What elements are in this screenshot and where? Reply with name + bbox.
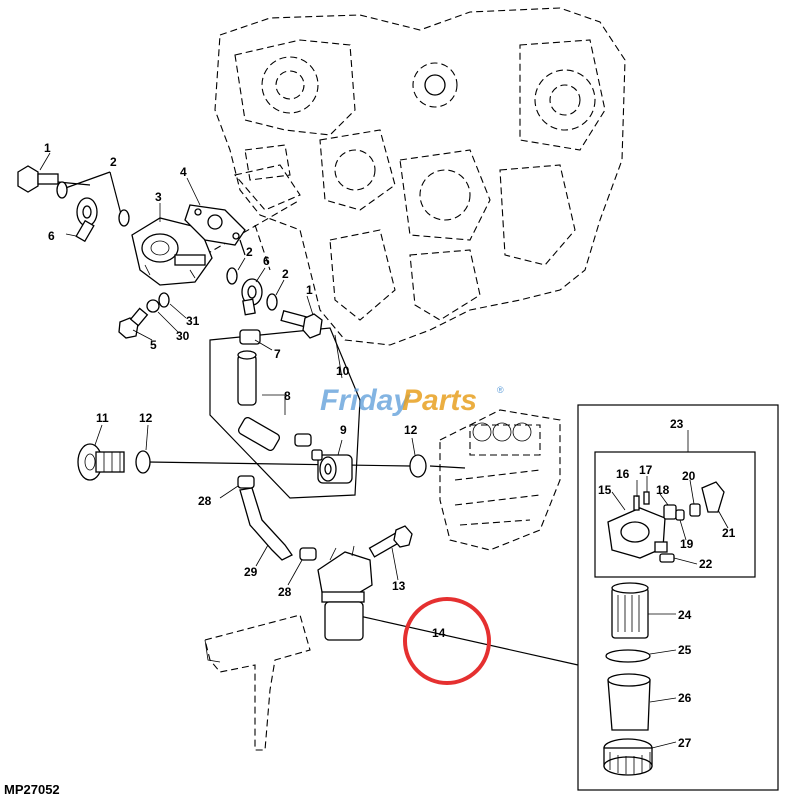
part-bolt-1 — [17, 165, 59, 193]
callout-label: 6 — [263, 254, 270, 268]
injection-pump — [439, 409, 561, 551]
callout-label: 11 — [96, 411, 109, 425]
part-clamp-28a — [237, 475, 255, 489]
mounting-bracket — [204, 614, 311, 751]
callout-label: 5 — [150, 338, 157, 352]
callout-label: 15 — [598, 483, 612, 497]
callout-leaders — [39, 152, 729, 749]
callout-label: 13 — [392, 579, 406, 593]
part-clamp-28b — [299, 547, 317, 561]
callout-label: 25 — [678, 643, 692, 657]
part-washer-30 — [146, 299, 160, 313]
part-element-24 — [611, 582, 649, 639]
part-hose-8 — [237, 350, 281, 451]
watermark: Friday Parts ® — [320, 384, 504, 417]
part-connector-11 — [77, 443, 125, 481]
callout-label: 9 — [340, 423, 347, 437]
callout-label: 2 — [246, 245, 253, 259]
callout-label: 14 — [432, 626, 446, 640]
highlight-circle — [403, 597, 491, 685]
part-nipple-22 — [659, 553, 675, 563]
callout-label: 29 — [244, 565, 258, 579]
callout-label: 3 — [155, 190, 162, 204]
callout-label: 22 — [699, 557, 713, 571]
watermark-text-2: Parts — [402, 384, 477, 417]
part-fitting-18 — [663, 504, 677, 520]
callout-label: 20 — [682, 469, 696, 483]
part-seal-19 — [675, 509, 685, 521]
part-washer-2d — [266, 293, 278, 311]
callout-label: 23 — [670, 417, 684, 431]
part-screw-5 — [118, 307, 149, 339]
detail-box-head — [594, 451, 756, 578]
callout-label: 30 — [176, 329, 190, 343]
part-filter-head-15 — [607, 507, 668, 559]
part-washer-31 — [158, 292, 170, 308]
detail-box-23 — [577, 404, 779, 791]
callout-label: 21 — [722, 526, 736, 540]
part-gasket-4 — [184, 204, 246, 246]
callout-label: 19 — [680, 537, 694, 551]
group-frame-10 — [209, 327, 361, 499]
part-washer-12a — [135, 450, 151, 474]
callout-label: 24 — [678, 608, 692, 622]
part-ring-27 — [603, 738, 653, 776]
part-clamp-7b — [294, 433, 312, 447]
callout-label: 12 — [139, 411, 153, 425]
part-screw-17 — [643, 491, 650, 505]
callout-label: 7 — [274, 347, 281, 361]
callout-label: 31 — [186, 314, 200, 328]
watermark-registered: ® — [497, 385, 504, 395]
callout-label: 8 — [284, 389, 291, 403]
callout-label: 1 — [306, 283, 313, 297]
part-washer-12b — [409, 454, 427, 478]
callout-label: 27 — [678, 736, 692, 750]
part-bolt-13 — [368, 525, 413, 558]
part-hose-29 — [239, 487, 293, 561]
callout-label: 1 — [44, 141, 51, 155]
callout-label: 17 — [639, 463, 653, 477]
part-elbow-21 — [701, 481, 725, 513]
part-fitting-9 — [311, 449, 353, 484]
part-washer-2b — [118, 209, 130, 227]
callout-label: 28 — [198, 494, 212, 508]
watermark-text-1: Friday — [320, 384, 411, 417]
part-fuel-pump-3 — [131, 217, 213, 286]
callout-label: 12 — [404, 423, 418, 437]
part-fuel-filter-14 — [317, 545, 373, 641]
part-clamp-7 — [239, 329, 261, 345]
part-washer-2a — [56, 181, 68, 199]
part-oring-25 — [605, 649, 651, 663]
callout-label: 26 — [678, 691, 692, 705]
callout-label: 28 — [278, 585, 292, 599]
engine-block — [214, 7, 626, 346]
callout-label: 18 — [656, 483, 670, 497]
part-plug-20 — [689, 503, 701, 517]
callout-label: 4 — [180, 165, 187, 179]
part-screw-16 — [633, 495, 640, 511]
part-eye-fitting-6b — [241, 278, 263, 316]
part-bowl-26 — [607, 673, 651, 731]
callout-label: 6 — [48, 229, 55, 243]
callout-label: 16 — [616, 467, 630, 481]
callout-labels: 1 2 3 4 6 2 6 2 1 31 30 5 7 8 10 9 11 12… — [44, 141, 736, 750]
callout-label: 2 — [282, 267, 289, 281]
part-eye-fitting-6 — [75, 197, 98, 243]
diagram-code: MP27052 — [4, 782, 60, 797]
callout-label: 2 — [110, 155, 117, 169]
part-washer-2c — [226, 267, 238, 285]
part-bolt-1b — [280, 310, 323, 339]
callout-label: 10 — [336, 364, 350, 378]
